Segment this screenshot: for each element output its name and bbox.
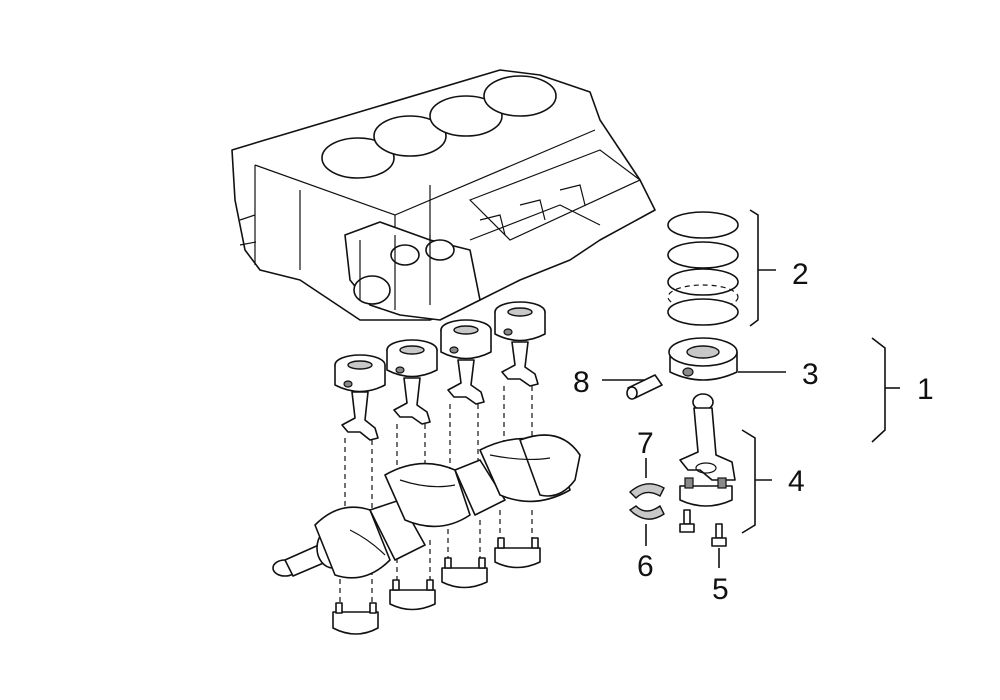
piston-rod-assembly xyxy=(440,319,492,405)
connecting-rod xyxy=(679,393,736,481)
callout-3: 3 xyxy=(802,358,819,391)
bearing-cap xyxy=(494,537,541,569)
bearing-cap xyxy=(441,557,488,589)
cylinder-bore xyxy=(321,137,395,179)
connecting-rod-bolt xyxy=(679,509,695,533)
callout-labels: 1 2 3 4 5 6 7 8 xyxy=(573,258,934,606)
leader-lines xyxy=(602,209,900,568)
piston-rod-assembly xyxy=(334,354,386,441)
callout-2: 2 xyxy=(792,258,809,291)
lower-bearing-shell xyxy=(628,504,665,520)
piston-rod-assembly xyxy=(386,339,438,425)
main-bearing-caps xyxy=(332,537,541,635)
connecting-rod-bolt xyxy=(711,523,727,547)
cylinder-bore xyxy=(483,75,557,117)
callout-4: 4 xyxy=(788,465,805,498)
cylinder-bore xyxy=(429,95,503,137)
piston xyxy=(668,337,738,381)
cylinder-bore xyxy=(373,115,447,157)
piston-assemblies-installed xyxy=(334,301,546,441)
callout-7: 7 xyxy=(637,427,654,460)
piston-pin xyxy=(626,374,663,400)
connecting-rod-cap xyxy=(679,477,733,507)
callout-5: 5 xyxy=(712,573,729,606)
piston-rod-assembly xyxy=(494,301,546,387)
bearing-cap xyxy=(332,602,379,635)
callout-8: 8 xyxy=(573,366,590,399)
callout-1: 1 xyxy=(917,373,934,406)
callout-6: 6 xyxy=(637,550,654,583)
engine-block xyxy=(231,69,656,321)
upper-bearing-shell xyxy=(628,483,665,499)
bearing-cap xyxy=(389,579,436,611)
crankshaft xyxy=(272,434,581,579)
piston-ring-set xyxy=(667,211,739,326)
